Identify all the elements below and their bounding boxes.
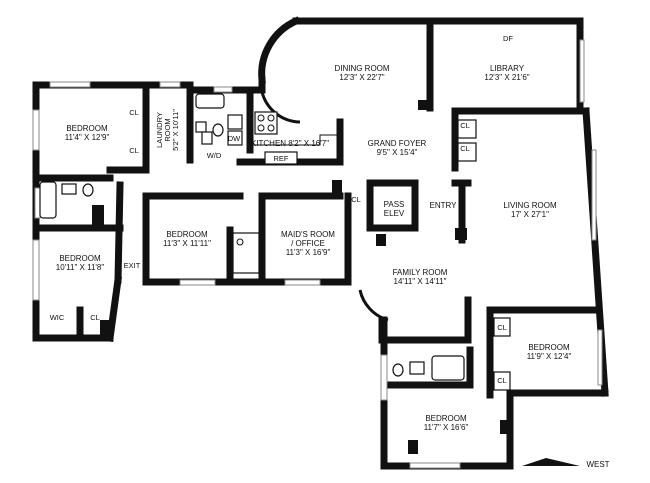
toilet-icon	[392, 363, 404, 377]
bathtub-icon	[39, 181, 57, 219]
maids-room-line1: MAID'S ROOM	[281, 230, 335, 239]
refrigerator-icon	[264, 151, 298, 165]
toilet-icon	[212, 123, 224, 137]
room-labels: DINING ROOM 12'3" X 22'7" LIBRARY 12'3" …	[50, 34, 572, 432]
bedroom-w-name: BEDROOM	[59, 254, 101, 263]
dishwasher-icon	[227, 130, 243, 146]
kitchen-name: KITCHEN 8'2" X 16'7"	[251, 139, 329, 148]
grand-foyer-dims: 9'5" X 15'4"	[377, 148, 418, 157]
closet-label: CL	[351, 195, 361, 204]
dining-room-name: DINING ROOM	[334, 64, 389, 73]
closet-label: CL	[90, 313, 100, 322]
bedroom-e-name: BEDROOM	[528, 343, 570, 352]
washer-dryer-icon	[201, 131, 213, 145]
closet-label: CL	[129, 108, 139, 117]
living-room-name: LIVING ROOM	[503, 201, 557, 210]
df-label: DF	[503, 34, 513, 43]
family-room-name: FAMILY ROOM	[393, 268, 448, 277]
bedroom-nw-dims: 11'4" X 12'9"	[65, 133, 110, 142]
west-arrow-icon: WEST	[522, 458, 610, 469]
laundry-line2: ROOM	[163, 118, 172, 141]
maids-room-dims: 11'3" X 16'9"	[286, 248, 331, 257]
washbasin-icon	[61, 183, 77, 195]
bathtub-icon	[195, 93, 225, 109]
pass-label: PASS	[384, 200, 405, 209]
bedroom-s-dims: 11'7" X 16'6"	[424, 423, 469, 432]
closet-box	[457, 119, 477, 139]
dining-room-dims: 12'3" X 22'7"	[339, 73, 384, 82]
washbasin-icon	[409, 361, 425, 375]
bedroom-nw-name: BEDROOM	[66, 124, 108, 133]
west-label: WEST	[586, 460, 609, 469]
library-dims: 12'3" X 21'6"	[484, 73, 529, 82]
stove-icon	[254, 111, 278, 135]
living-room-dims: 17' X 27'1"	[511, 210, 549, 219]
closet-label: CL	[497, 323, 507, 332]
laundry-line1: LAUNDRY	[155, 112, 164, 148]
sink-icon	[227, 114, 243, 130]
exit-label: EXIT	[124, 261, 141, 270]
bedroom-mid-dims: 11'3" X 11'11"	[163, 239, 211, 248]
bedroom-e-dims: 11'9" X 12'4"	[527, 352, 572, 361]
bedroom-w-dims: 10'11" X 11'8"	[56, 263, 105, 272]
grand-foyer-name: GRAND FOYER	[368, 139, 427, 148]
dishwasher-label: DW	[228, 134, 241, 143]
closet-label: CL	[460, 144, 470, 153]
bathtub-icon	[431, 355, 465, 381]
washer-dryer-label: W/D	[207, 151, 222, 160]
laundry-dims: 5'2" X 10'11"	[171, 109, 180, 151]
closet-box	[493, 371, 511, 391]
elev-label: ELEV	[384, 209, 405, 218]
toilet-icon	[82, 183, 94, 197]
washbasin-icon	[195, 121, 207, 133]
bedroom-mid-name: BEDROOM	[166, 230, 208, 239]
shower-icon	[232, 232, 260, 274]
bedroom-s-name: BEDROOM	[425, 414, 467, 423]
entry-label: ENTRY	[430, 201, 458, 210]
closet-label: CL	[129, 146, 139, 155]
windows	[32, 39, 603, 469]
ref-label: REF	[274, 154, 289, 163]
closet-box	[457, 142, 477, 162]
closet-label: CL	[460, 121, 470, 130]
closet-box	[493, 317, 511, 337]
closet-label: CL	[497, 376, 507, 385]
library-name: LIBRARY	[490, 64, 525, 73]
fixtures	[39, 93, 511, 454]
maids-room-line2: / OFFICE	[291, 239, 325, 248]
wic-label: WIC	[50, 313, 65, 322]
family-room-dims: 14'11" X 14'11"	[394, 277, 447, 286]
